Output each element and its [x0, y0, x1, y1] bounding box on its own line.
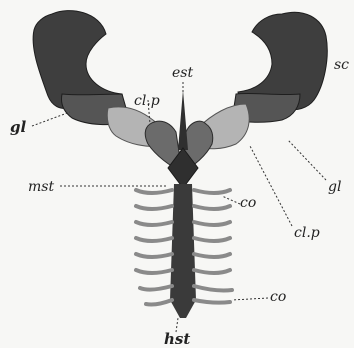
label-co-bottom: co — [270, 290, 286, 304]
right-ribs — [194, 190, 232, 303]
label-cl-p-top: cl.p — [134, 94, 160, 108]
label-gl-left: gl — [10, 120, 26, 135]
hyposternum — [170, 184, 196, 318]
label-sc: sc — [334, 58, 349, 72]
label-co-top: co — [240, 196, 256, 210]
episternum — [178, 90, 188, 150]
label-est: est — [172, 66, 193, 80]
label-hst: hst — [164, 332, 190, 347]
label-gl-right: gl — [328, 180, 341, 194]
label-cl-p-right: cl.p — [294, 226, 320, 240]
label-mst: mst — [28, 180, 54, 194]
left-ribs — [136, 190, 172, 305]
